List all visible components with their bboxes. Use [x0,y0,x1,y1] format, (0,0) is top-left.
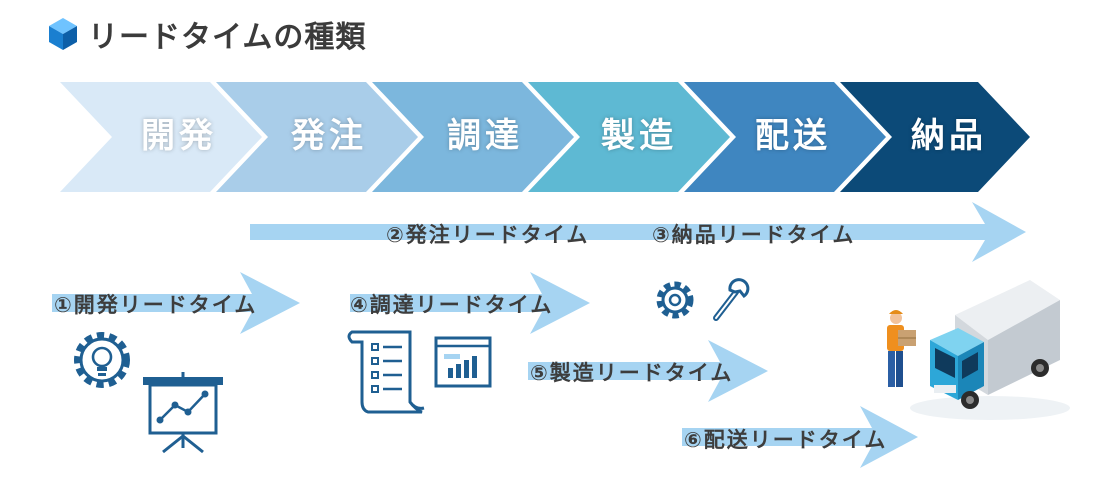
lead-time-arrow-manufacturing [528,340,768,402]
lead-time-label-delivery: ③納品リードタイム [652,223,856,247]
presentation-chart-icon [143,372,223,454]
phase-label-manufacturing: 製造 [601,116,677,156]
gear-icon [656,281,694,319]
cube-icon [49,18,77,50]
lightbulb-gear-icon [74,332,130,388]
phase-label-order: 発注 [291,116,367,156]
lead-time-arrow-procurement [350,272,590,334]
phase-chevron-procurement [372,82,574,192]
lead-time-arrow-order [250,202,1026,262]
page-title: リードタイムの種類 [48,12,366,56]
lead-time-label-order: ②発注リードタイム [386,223,590,247]
delivery-worker-icon [887,310,916,387]
phase-chevron-delivery [840,82,1030,192]
phase-label-delivery: 納品 [911,116,987,156]
delivery-truck-icon [910,280,1070,420]
lead-time-arrow-development [52,272,300,334]
report-window-icon [434,336,492,388]
lead-time-label-shipping: ⑥配送リードタイム [684,428,888,452]
wrench-icon [713,278,750,321]
phase-label-development: 開発 [141,116,217,156]
phase-chevron-shipping [684,82,886,192]
phase-label-procurement: 調達 [447,116,523,156]
phase-label-shipping: 配送 [755,116,831,156]
lead-time-arrow-shipping [682,406,918,468]
lead-time-label-manufacturing: ⑤製造リードタイム [530,361,734,385]
phase-chevron-development [60,82,262,192]
page-title-text: リードタイムの種類 [88,20,367,55]
checklist-document-icon [347,330,425,414]
lead-time-label-development: ①開発リードタイム [54,293,258,317]
lead-time-label-procurement: ④調達リードタイム [350,293,554,317]
phase-chevron-order [216,82,418,192]
phase-chevron-manufacturing [528,82,730,192]
